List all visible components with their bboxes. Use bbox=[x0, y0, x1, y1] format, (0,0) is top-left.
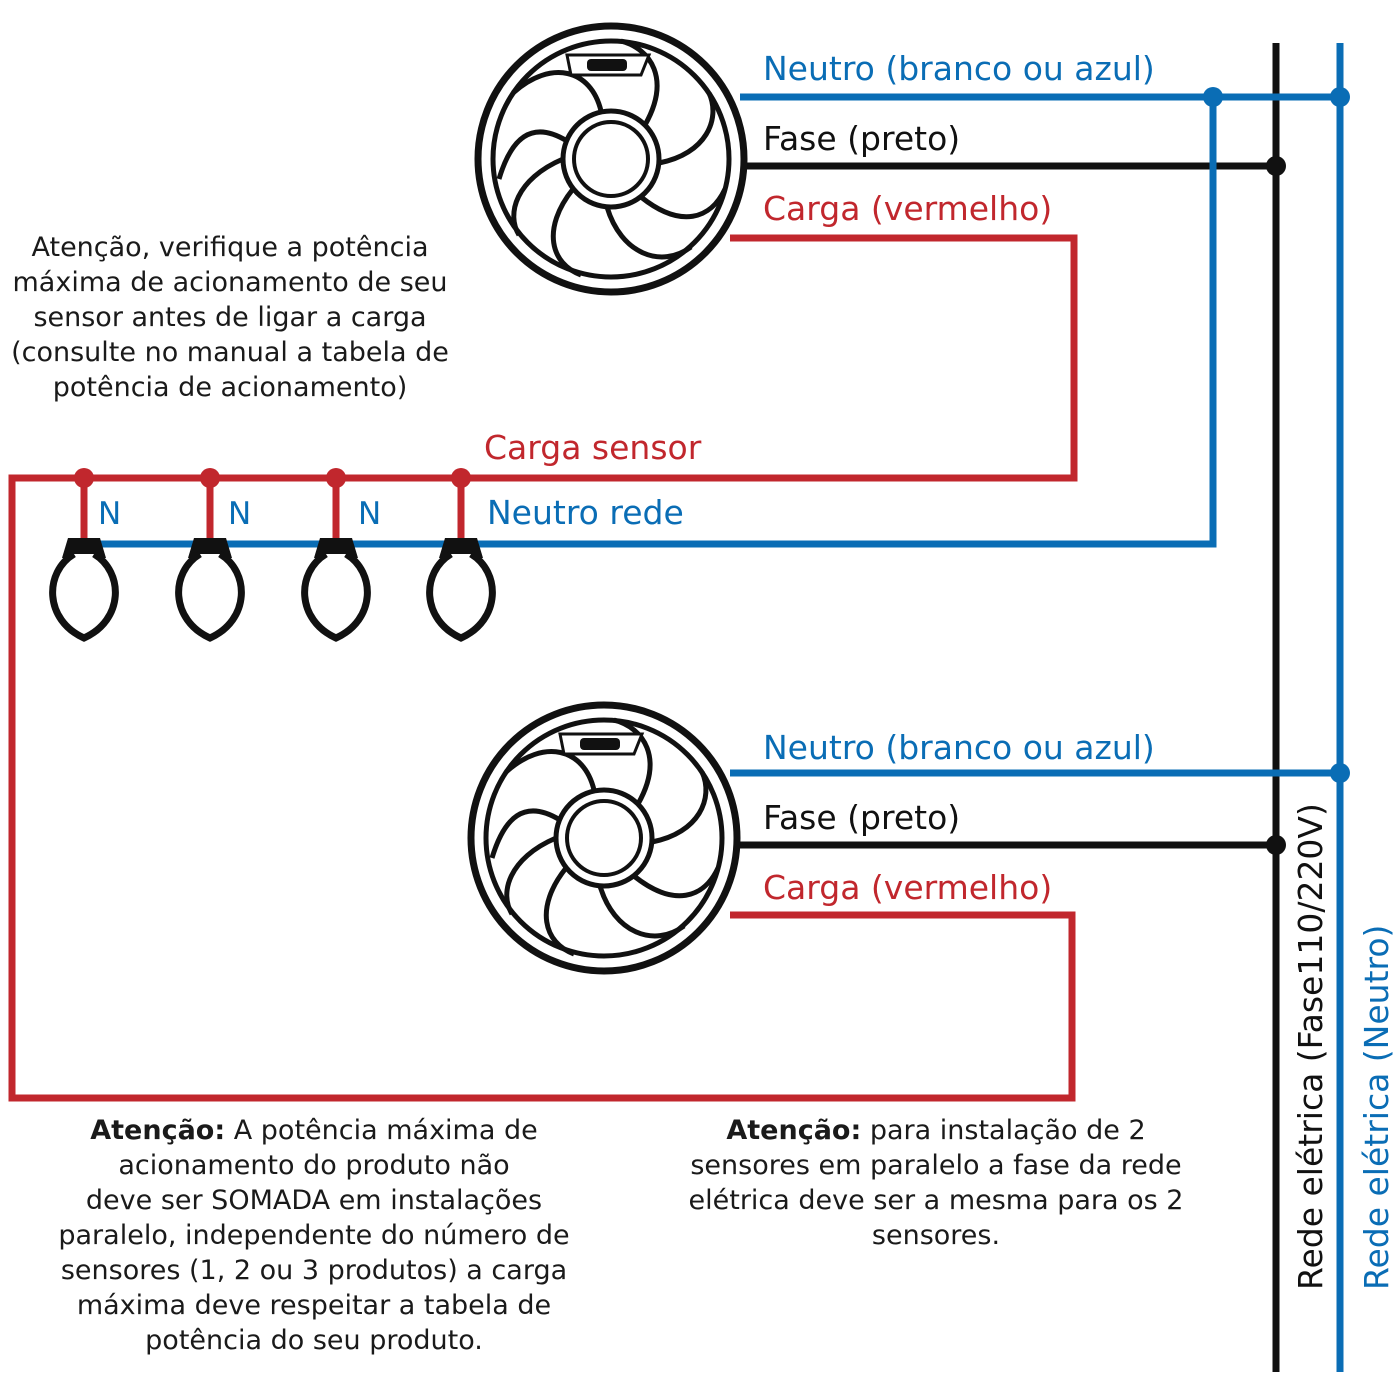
junction-dot bbox=[1266, 156, 1286, 176]
note-line: paralelo, independente do número de bbox=[58, 1220, 569, 1251]
note-bold: Atenção: bbox=[90, 1115, 225, 1146]
note-line: sensor antes de ligar a carga bbox=[33, 302, 426, 333]
junction-dot bbox=[1330, 763, 1350, 783]
lamp-4 bbox=[430, 468, 493, 638]
note-line: sensores. bbox=[872, 1220, 1000, 1251]
load-wire-label: Carga sensor bbox=[484, 428, 702, 467]
note-line: máxima de acionamento de seu bbox=[13, 267, 448, 298]
note-line: (consulte no manual a tabela de bbox=[11, 337, 449, 368]
neutral-bus-label: Rede elétrica (Neutro) bbox=[1357, 925, 1396, 1290]
top-load-wire bbox=[8, 234, 1078, 1102]
phase-parallel-note: Atenção: para instalação de 2 sensores e… bbox=[689, 1115, 1184, 1251]
sensor-icon bbox=[471, 705, 737, 971]
note-first-line: A potência máxima de bbox=[225, 1115, 538, 1146]
sensor-icon bbox=[478, 26, 744, 292]
power-warning-note: Atenção, verifique a potência máxima de … bbox=[11, 232, 449, 403]
lamp-neutral-label: N bbox=[358, 496, 381, 532]
note-line: potência do seu produto. bbox=[145, 1325, 483, 1356]
bulb-icon bbox=[179, 538, 242, 638]
phase-bus-label: Rede elétrica (Fase110/220V) bbox=[1291, 803, 1330, 1290]
note-line: sensores em paralelo a fase da rede bbox=[690, 1150, 1181, 1181]
note-line: Atenção, verifique a potência bbox=[31, 232, 428, 263]
note-line: deve ser SOMADA em instalações bbox=[86, 1185, 542, 1216]
bulb-icon bbox=[430, 538, 493, 638]
bottom-phase-label: Fase (preto) bbox=[763, 798, 960, 837]
lamp-3 bbox=[305, 468, 368, 638]
parallel-power-note: Atenção: A potência máxima de acionament… bbox=[58, 1115, 569, 1356]
top-phase-label: Fase (preto) bbox=[763, 119, 960, 158]
note-bold: Atenção: bbox=[726, 1115, 861, 1146]
note-line: elétrica deve ser a mesma para os 2 bbox=[689, 1185, 1184, 1216]
note-first-line: para instalação de 2 bbox=[861, 1115, 1145, 1146]
bulb-icon bbox=[305, 538, 368, 638]
note-line: Atenção: para instalação de 2 bbox=[726, 1115, 1145, 1146]
junction-dot bbox=[1203, 87, 1223, 107]
lamp-1 bbox=[53, 468, 116, 638]
note-line: Atenção: A potência máxima de bbox=[90, 1115, 538, 1146]
note-line: potência de acionamento) bbox=[53, 372, 408, 403]
note-line: máxima deve respeitar a tabela de bbox=[77, 1290, 551, 1321]
top-load-label: Carga (vermelho) bbox=[763, 189, 1052, 228]
top-neutral-label: Neutro (branco ou azul) bbox=[763, 49, 1155, 88]
note-line: sensores (1, 2 ou 3 produtos) a carga bbox=[61, 1255, 567, 1286]
lamp-2 bbox=[179, 468, 242, 638]
bottom-neutral-label: Neutro (branco ou azul) bbox=[763, 728, 1155, 767]
bulb-icon bbox=[53, 538, 116, 638]
neutral-wire-label: Neutro rede bbox=[487, 493, 684, 532]
lamp-neutral-label: N bbox=[228, 496, 251, 532]
lamp-neutral-label: N bbox=[98, 496, 121, 532]
junction-dot bbox=[1266, 835, 1286, 855]
note-line: acionamento do produto não bbox=[118, 1150, 509, 1181]
bottom-load-label: Carga (vermelho) bbox=[763, 868, 1052, 907]
junction-dot bbox=[1330, 87, 1350, 107]
